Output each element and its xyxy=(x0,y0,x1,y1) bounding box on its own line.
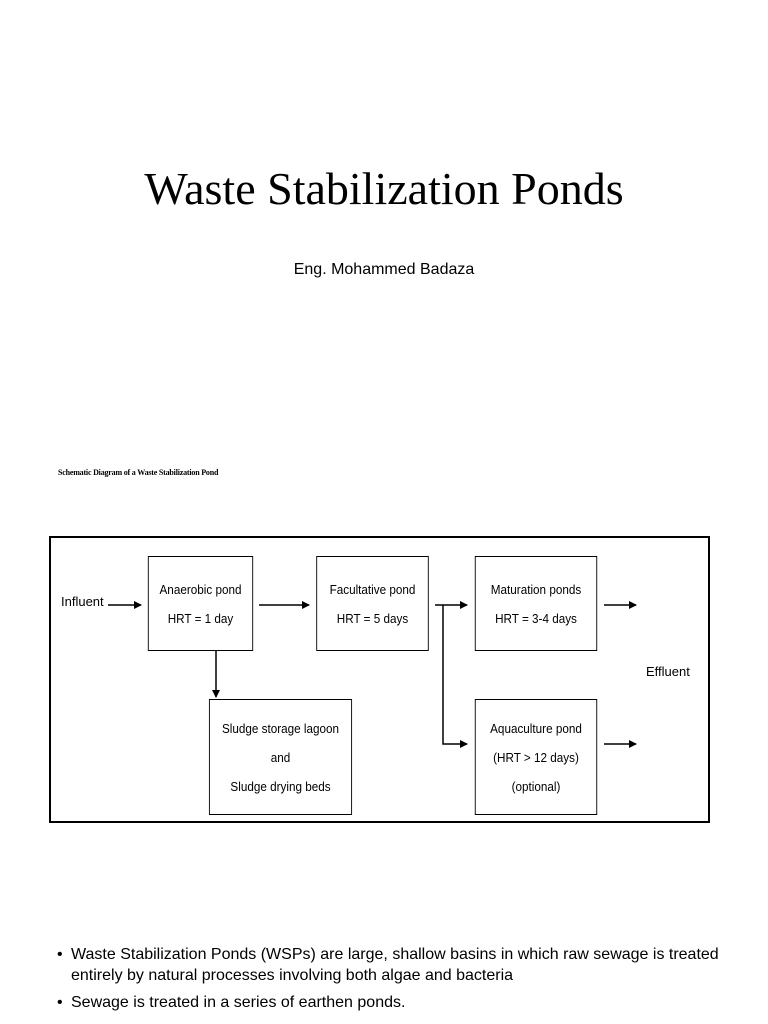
bullet-item: Sewage is treated in a series of earthen… xyxy=(54,992,734,1013)
node-facultative-name: Facultative pond xyxy=(329,581,416,597)
author-name: Eng. Mohammed Badaza xyxy=(293,261,475,278)
node-maturation-name: Maturation ponds xyxy=(490,581,582,597)
slide-title: Waste Stabilization Ponds xyxy=(144,163,624,214)
node-anaerobic-pond: Anaerobic pond HRT = 1 day xyxy=(147,556,254,651)
node-aquaculture-pond: Aquaculture pond (HRT > 12 days) (option… xyxy=(474,699,598,815)
bullet-item: Waste Stabilization Ponds (WSPs) are lar… xyxy=(54,944,734,986)
influent-label: Influent xyxy=(61,594,104,609)
node-anaerobic-name: Anaerobic pond xyxy=(159,581,242,597)
node-aquaculture-hrt: (HRT > 12 days) xyxy=(493,749,579,765)
node-aquaculture-optional: (optional) xyxy=(511,778,561,794)
node-facultative-pond: Facultative pond HRT = 5 days xyxy=(316,556,429,651)
node-maturation-ponds: Maturation ponds HRT = 3-4 days xyxy=(474,556,598,651)
node-sludge-line2: and xyxy=(270,749,291,765)
node-anaerobic-hrt: HRT = 1 day xyxy=(167,610,234,626)
node-sludge-line1: Sludge storage lagoon xyxy=(221,720,340,736)
diagram-caption: Schematic Diagram of a Waste Stabilizati… xyxy=(58,468,219,477)
node-sludge-line3: Sludge drying beds xyxy=(230,778,331,794)
effluent-label: Effluent xyxy=(646,664,690,679)
edge-facultative-aquaculture xyxy=(442,605,468,748)
flow-diagram-frame xyxy=(49,536,710,823)
node-sludge-storage: Sludge storage lagoon and Sludge drying … xyxy=(208,699,353,815)
bullet-list: Waste Stabilization Ponds (WSPs) are lar… xyxy=(54,944,734,1019)
node-maturation-hrt: HRT = 3-4 days xyxy=(495,610,577,626)
node-aquaculture-name: Aquaculture pond xyxy=(490,720,582,736)
node-facultative-hrt: HRT = 5 days xyxy=(336,610,409,626)
